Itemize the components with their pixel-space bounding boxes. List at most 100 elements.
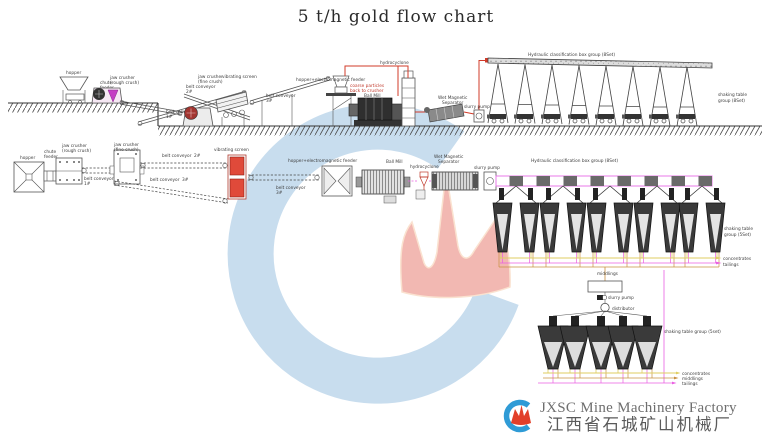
tailings-label-row2: tailings: [723, 262, 739, 268]
coarse-return-label-2: back to crusher: [350, 88, 384, 94]
vibrating-screen-plan-label: vibrating screen: [214, 147, 249, 153]
belt2-label-1: belt conveyor: [186, 84, 216, 90]
tables-5set-label-1: shaking table: [724, 226, 753, 232]
separator-plan-label-1: Wet Magnetic: [434, 154, 464, 160]
hydrocyclone-plan: [408, 171, 432, 190]
belt-conveyor-3-plan: [113, 180, 229, 204]
company-name-zh: 江西省石城矿山机械厂: [547, 415, 732, 434]
magnetic-separator-plan: [431, 171, 479, 191]
hopper-plan: [13, 161, 45, 193]
belt3-plan-label-2: 3#: [182, 177, 189, 183]
jaw-rough-plan-label-1: jaw crusher: [61, 143, 87, 149]
belt3b-plan-label-2: 3#: [276, 190, 283, 196]
class-box-plan-label: Hydraulic classification box group (8Set…: [531, 158, 618, 164]
watermark: [227, 103, 519, 404]
ball-mill-elevation: [348, 97, 406, 126]
vibrating-screen-elevation: [215, 91, 249, 126]
feeder-plan-label: hopper+electromagnetic feeder: [288, 158, 357, 164]
vibrating-screen-label: vibrating screen: [222, 74, 257, 80]
magnetic-separator-elevation: [424, 103, 465, 123]
feeder-plan: [321, 165, 353, 197]
belt-conveyor-1-plan: [81, 167, 115, 174]
belt3-plan-label-1: belt conveyor: [150, 177, 180, 183]
belt1-plan-label-1: belt conveyor: [84, 176, 114, 182]
jaw-rough-label-1: jaw crusher: [109, 75, 135, 81]
hopper-elevation: [59, 76, 89, 104]
hopper-plan-label: hopper: [20, 155, 35, 161]
middlings-sump: [587, 280, 623, 313]
separator-plan-label-2: Separator: [438, 159, 459, 165]
chute-feeder-plan-label-1: chute: [44, 149, 56, 155]
belt3b-plan-label-1: belt conveyor: [276, 185, 306, 191]
tables-5set-bottom-label: shaking table group (5set): [664, 329, 721, 335]
jaw-crusher-fine-plan: [109, 149, 145, 185]
belt3-label-2: 3#: [266, 98, 273, 104]
jaw-rough-plan-label-2: (rough crush): [62, 148, 91, 154]
middlings-label-row2: middlings: [597, 271, 619, 277]
middlings-label-row3: middlings: [682, 376, 704, 382]
distributor-fan-lines: [552, 310, 648, 317]
hydrocyclone-label: hydrocyclone: [380, 60, 409, 66]
ball-mill-plan-label: Ball Mill: [386, 159, 403, 165]
company-name-en: JXSC Mine Machinery Factory: [540, 400, 737, 416]
separator-label-1: Wet Magnetic: [438, 95, 468, 101]
class-box-8set-label: Hydraulic classification box group (8Set…: [528, 52, 615, 58]
footer-logo: JXSC Mine Machinery Factory 江西省石城矿山机械厂: [503, 399, 737, 434]
belt3-label-1: belt conveyor: [266, 93, 296, 99]
slurry-pump-elevation: [473, 109, 485, 123]
belt2-label-2: 2#: [186, 89, 193, 95]
feeder-label: hopper+electromagnetic feeder: [296, 77, 365, 83]
distributor-label: distributor: [612, 306, 635, 312]
row2-plan-view: hopper chute feeder jaw crusher (rough c…: [13, 142, 753, 313]
hydrocyclone-tower: [401, 70, 416, 127]
concentrates-label-row2: concentrates: [723, 256, 752, 262]
belt1-plan-label-2: 1#: [84, 181, 91, 187]
belt1-label-2: 1#: [166, 114, 173, 120]
belt-conveyor-2-plan: [140, 162, 228, 169]
slurry-pump-2-label: slurry pump: [608, 295, 634, 301]
jaw-crusher-rough-plan: [55, 157, 83, 185]
coarse-return-label-1: coarse particles: [350, 83, 385, 89]
watermark-crown-icon: [399, 171, 511, 299]
belt2-plan-label-2: 2#: [194, 153, 201, 159]
jaw-crusher-fine-elevation: [182, 106, 214, 127]
row3-table-group: shaking table group (5set) concentrates …: [537, 270, 721, 387]
shaking-tables-5set: [492, 185, 726, 268]
classification-box-plan: [495, 175, 713, 187]
hydrocyclone-plan-label: hydrocyclone: [410, 164, 439, 170]
row3-stream-lines: [538, 270, 681, 385]
tables-8set-label-1: shaking table: [718, 92, 747, 98]
jaw-fine-plan-label-2: (fine crush): [114, 147, 139, 153]
jaw-fine-label-1: jaw crusher: [197, 74, 223, 80]
tables-5set-label-2: group (5Set): [724, 232, 751, 238]
slurry-pump-label: slurry pump: [464, 104, 490, 110]
chute-feeder-label-1: chute: [100, 80, 112, 86]
belt-conveyor-3b-plan: [248, 174, 320, 181]
logo-swoosh-icon: [503, 399, 531, 433]
feeder-elevation: [326, 75, 356, 126]
logo-crown-icon: [511, 405, 531, 425]
hopper-label: hopper: [66, 70, 81, 76]
row1-elevation-view: hopper chute feeder jaw crusher (rough c…: [8, 52, 762, 136]
separator-label-2: Separator: [442, 100, 463, 106]
page-title: 5 t/h gold flow chart: [298, 7, 494, 27]
concentrates-label-row3: concentrates: [682, 371, 711, 377]
jaw-fine-label-2: (fine crush): [198, 79, 223, 85]
row2-stream-lines: [499, 256, 722, 281]
slurry-circuit-lines: [344, 58, 490, 115]
chute-feeder-plan: [43, 170, 57, 182]
chute-feeder-plan-label-2: feeder: [44, 154, 58, 160]
belt1-label-1: belt conveyor: [166, 109, 196, 115]
belt2-plan-label-1: belt conveyor: [162, 153, 192, 159]
ball-mill-plan: [355, 169, 426, 204]
jaw-rough-label-2: (rough crush): [110, 80, 139, 86]
tailings-label-row3: tailings: [682, 381, 698, 387]
ball-mill-label: Ball Mill: [364, 93, 381, 99]
jaw-crusher-rough-elevation: [91, 87, 123, 104]
tables-8set-label-2: group (8Set): [718, 98, 745, 104]
slurry-pump-plan-label: slurry pump: [474, 165, 500, 171]
vibrating-screen-plan: [227, 154, 247, 200]
jaw-fine-plan-label-1: jaw crusher: [113, 142, 139, 148]
